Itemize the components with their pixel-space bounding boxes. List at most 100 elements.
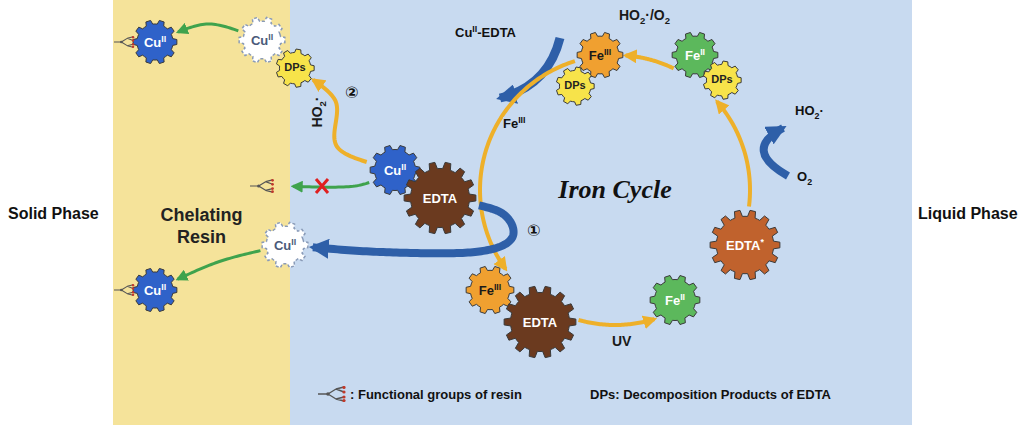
gear-label: CuII [274, 239, 296, 252]
text-part: 2 [317, 101, 328, 106]
text-part: ·/ [645, 7, 654, 23]
text-part: DPs [711, 73, 732, 85]
text-part: UV [612, 333, 631, 349]
gear-outline [133, 20, 177, 63]
gear-label: FeII [665, 294, 685, 307]
gear-label: EDTA* [726, 239, 764, 252]
gear-label: CuII [384, 164, 406, 177]
text-part: DPs [564, 79, 585, 91]
gear-outline [404, 162, 476, 233]
gear-node: FeIII [466, 266, 514, 314]
gear-label: CuII [144, 36, 166, 49]
text-part: Iron Cycle [558, 175, 671, 204]
reagent-label: CuII-EDTA [455, 26, 516, 41]
gear-label: FeII [685, 49, 705, 62]
gear-node: CuII [262, 222, 308, 268]
legend-text: : Functional groups of resin [350, 387, 522, 402]
reagent-arrow [500, 38, 560, 98]
text-part: Fe [589, 48, 604, 63]
cycle-arrow [579, 319, 655, 325]
text-part: -EDTA [477, 25, 516, 40]
gear-node: CuII [133, 20, 177, 64]
species-label: O2 [797, 170, 812, 185]
gear-label: FeIII [479, 284, 502, 297]
text-part: II [161, 33, 166, 43]
text-part: 2 [815, 111, 820, 121]
gear-outline [133, 268, 177, 311]
cycle-arrow [717, 101, 750, 206]
text-part: · [819, 103, 823, 118]
gear-outline [504, 286, 576, 357]
gear-node: DPs [703, 61, 741, 99]
gear-label: EDTA [523, 316, 557, 329]
text-part: II [161, 281, 166, 291]
gear-outline [262, 222, 308, 267]
phase-label: Solid Phase [8, 205, 99, 223]
functional-group-icon [250, 179, 274, 193]
text-part: ① [527, 221, 541, 240]
text-part: · [309, 97, 325, 102]
edge-label: HO2· [310, 95, 325, 130]
text-part: Fe [503, 116, 518, 131]
gear-outline [276, 49, 314, 87]
gear-label: EDTA [423, 192, 457, 205]
gear-label: CuII [251, 34, 273, 47]
blocked-arrow [293, 182, 369, 187]
text-part: Cu [144, 283, 161, 298]
text-part: III [494, 281, 501, 291]
gear-node: CuII [239, 17, 285, 63]
gear-label: DPs [711, 74, 732, 85]
cycle-title: Iron Cycle [558, 175, 671, 205]
text-part: Fe [479, 283, 494, 298]
text-part: EDTA [523, 315, 557, 330]
callout-number: ① [527, 222, 541, 240]
gear-outline [556, 67, 594, 105]
text-part: Chelating Resin [160, 205, 242, 247]
region-label: Chelating Resin [142, 205, 262, 248]
oxygen-arrow [764, 128, 788, 176]
text-part: Solid Phase [8, 205, 99, 222]
text-part: III [518, 115, 525, 125]
text-part: EDTA [423, 191, 457, 206]
blocked-cross [316, 179, 328, 193]
gear-label: DPs [284, 62, 305, 73]
text-part: 2 [640, 15, 645, 26]
text-part: Cu [455, 25, 472, 40]
text-part: O [654, 7, 665, 23]
phase-label: Liquid Phase [918, 205, 1018, 223]
text-part: DPs: Decomposition Products of EDTA [590, 387, 831, 402]
species-label: FeIII [503, 117, 526, 132]
text-part: III [604, 46, 611, 56]
gear-node: CuII [133, 268, 177, 312]
text-part: * [761, 236, 764, 246]
text-part: Liquid Phase [918, 205, 1018, 222]
gear-outline [650, 276, 700, 325]
gear-node: EDTA [504, 286, 576, 358]
liquid-phase-band [290, 0, 912, 425]
gear-outline [577, 32, 623, 77]
gear-node: EDTA* [710, 210, 780, 280]
text-part: 2 [807, 177, 812, 187]
text-part: 2 [665, 15, 670, 26]
cycle-arrow [626, 55, 674, 68]
text-part: : Functional groups of resin [350, 387, 522, 402]
text-part: HO [309, 106, 325, 127]
text-part: Cu [144, 35, 161, 50]
text-part: DPs [284, 61, 305, 73]
text-part: HO [795, 103, 815, 118]
text-part: O [797, 169, 807, 184]
species-label: HO2· [795, 104, 824, 119]
legend-note: DPs: Decomposition Products of EDTA [590, 388, 831, 403]
text-part: Cu [384, 163, 401, 178]
text-part: HO [619, 7, 640, 23]
text-part: II [268, 31, 273, 41]
legend-entry: : Functional groups of resin [318, 386, 522, 402]
functional-group-icon [114, 36, 134, 48]
gear-label: FeIII [589, 49, 612, 62]
text-part: ② [345, 83, 359, 102]
legend-swatch [318, 386, 348, 402]
text-part: II [401, 161, 406, 171]
text-part: Cu [251, 33, 268, 48]
